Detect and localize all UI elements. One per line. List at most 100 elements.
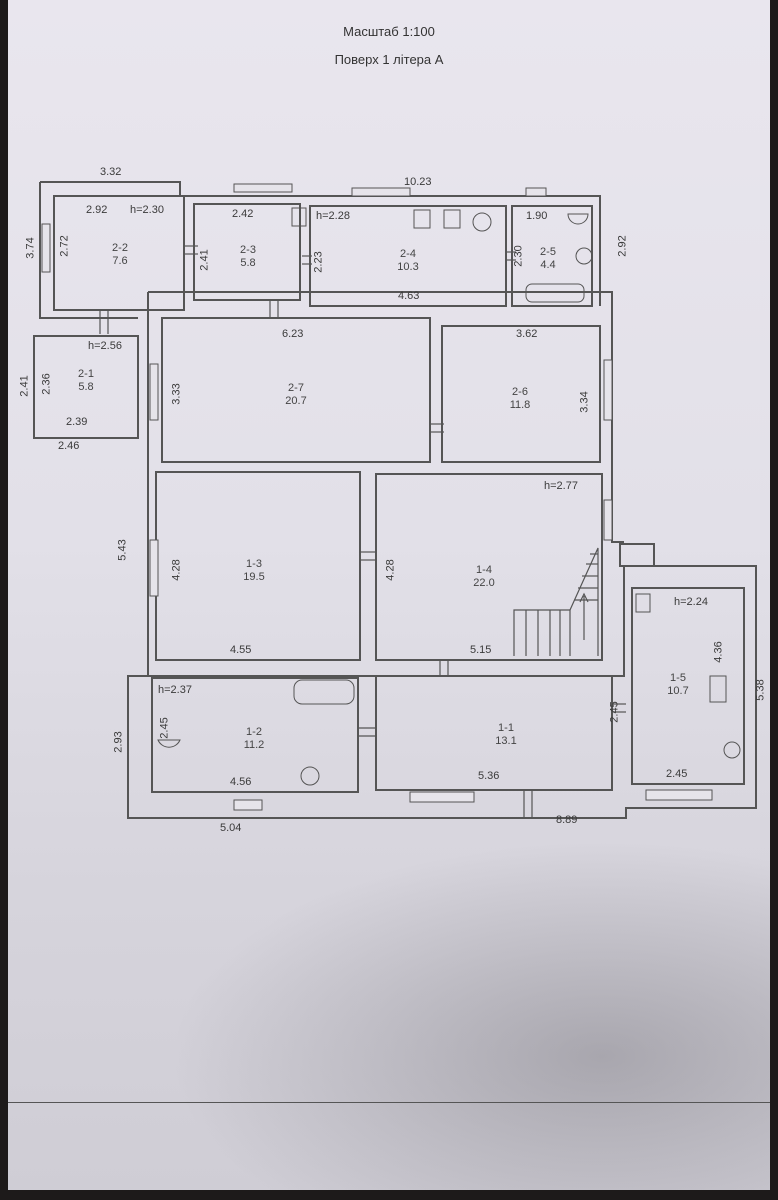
stove-icon bbox=[709, 675, 727, 703]
room-area: 4.4 bbox=[540, 259, 556, 271]
dim-2-36: 2.36 bbox=[40, 373, 53, 395]
dim-4-56: 4.56 bbox=[230, 776, 252, 788]
boiler-icon bbox=[635, 593, 651, 613]
fixtures bbox=[157, 207, 741, 786]
dim-4-55: 4.55 bbox=[230, 644, 252, 656]
window bbox=[233, 799, 263, 811]
entry-box bbox=[619, 543, 655, 567]
room-area: 19.5 bbox=[243, 571, 265, 583]
window bbox=[645, 789, 713, 801]
dim-3-74: 3.74 bbox=[24, 237, 37, 259]
dim-4-28-left: 4.28 bbox=[170, 559, 183, 581]
room-area: 22.0 bbox=[473, 577, 495, 589]
dim-5-38: 5.38 bbox=[754, 679, 767, 701]
dim-2-72: 2.72 bbox=[58, 235, 71, 257]
dim-2-45-right: 2.45 bbox=[666, 768, 688, 780]
outer-wall-left-top bbox=[39, 182, 138, 319]
room-1-1-walls bbox=[375, 675, 613, 791]
dim-3-62: 3.62 bbox=[516, 328, 538, 340]
outer-wall-middle bbox=[148, 291, 624, 543]
height-2-77: h=2.77 bbox=[544, 480, 578, 492]
height-2-30: h=2.30 bbox=[130, 204, 164, 216]
dim-2-45-mid: 2.45 bbox=[608, 701, 621, 723]
room-id: 2-4 bbox=[400, 248, 416, 260]
height-2-56: h=2.56 bbox=[88, 340, 122, 352]
window bbox=[149, 363, 159, 421]
dim-6-23: 6.23 bbox=[282, 328, 304, 340]
toilet-icon bbox=[300, 766, 320, 786]
room-2-3-walls bbox=[193, 203, 301, 301]
room-1-2-walls bbox=[151, 677, 359, 793]
room-id: 1-5 bbox=[670, 672, 686, 684]
dim-3-32: 3.32 bbox=[100, 166, 122, 178]
room-area: 7.6 bbox=[112, 255, 128, 267]
room-id: 2-7 bbox=[288, 382, 304, 394]
floor-label: Поверх 1 літера А bbox=[334, 52, 444, 67]
window bbox=[351, 187, 411, 197]
room-2-2-walls bbox=[53, 195, 185, 311]
dim-10-23: 10.23 bbox=[404, 176, 432, 188]
room-id: 2-5 bbox=[540, 246, 556, 258]
dim-2-42: 2.42 bbox=[232, 208, 254, 220]
room-id: 1-3 bbox=[246, 558, 262, 570]
room-area: 11.2 bbox=[243, 739, 265, 751]
dim-8-89: 8.89 bbox=[556, 814, 578, 826]
floor-plan bbox=[33, 181, 757, 819]
height-2-37: h=2.37 bbox=[158, 684, 192, 696]
dim-5-43: 5.43 bbox=[116, 539, 129, 561]
dim-4-63: 4.63 bbox=[398, 290, 420, 302]
room-area: 10.3 bbox=[397, 261, 419, 273]
stairs bbox=[513, 547, 599, 656]
dim-2-92-right: 2.92 bbox=[616, 235, 629, 257]
dim-2-41: 2.41 bbox=[198, 249, 211, 271]
drawing-sheet: Масштаб 1:100 Поверх 1 літера А bbox=[8, 0, 770, 1190]
window bbox=[41, 223, 51, 273]
paper-shadow bbox=[168, 840, 770, 1190]
sink-icon bbox=[291, 207, 307, 227]
stove-icon bbox=[413, 209, 431, 229]
window bbox=[149, 539, 159, 597]
room-area: 13.1 bbox=[495, 735, 517, 747]
room-id: 1-2 bbox=[246, 726, 262, 738]
room-id: 2-6 bbox=[512, 386, 528, 398]
window bbox=[525, 187, 547, 197]
window bbox=[409, 791, 475, 803]
room-2-1-walls bbox=[33, 335, 139, 439]
dim-2-45-left: 2.45 bbox=[158, 717, 171, 739]
bathtub-icon bbox=[293, 679, 355, 705]
dim-2-93: 2.93 bbox=[112, 731, 125, 753]
room-area: 11.8 bbox=[509, 399, 531, 411]
room-id: 2-2 bbox=[112, 242, 128, 254]
window bbox=[603, 499, 613, 541]
room-2-6-walls bbox=[441, 325, 601, 463]
dim-5-36: 5.36 bbox=[478, 770, 500, 782]
height-2-24: h=2.24 bbox=[674, 596, 708, 608]
room-id: 1-1 bbox=[498, 722, 514, 734]
toilet-icon bbox=[472, 212, 492, 232]
room-area: 20.7 bbox=[285, 395, 307, 407]
scale-label: Масштаб 1:100 bbox=[343, 24, 435, 39]
height-2-28: h=2.28 bbox=[316, 210, 350, 222]
window bbox=[603, 359, 613, 421]
dim-5-04: 5.04 bbox=[220, 822, 242, 834]
dim-2-41-left: 2.41 bbox=[18, 375, 31, 397]
room-area: 10.7 bbox=[667, 685, 689, 697]
dim-2-46: 2.46 bbox=[58, 440, 80, 452]
dim-2-23: 2.23 bbox=[312, 251, 325, 273]
dim-2-92: 2.92 bbox=[86, 204, 108, 216]
room-id: 2-3 bbox=[240, 244, 256, 256]
room-area: 5.8 bbox=[78, 381, 94, 393]
room-id: 1-4 bbox=[476, 564, 492, 576]
room-1-5-walls bbox=[631, 587, 745, 785]
toilet-icon bbox=[575, 247, 593, 265]
room-2-7-walls bbox=[161, 317, 431, 463]
dim-5-15: 5.15 bbox=[470, 644, 492, 656]
dim-3-34: 3.34 bbox=[578, 391, 591, 413]
sink-icon bbox=[443, 209, 461, 229]
sink-icon bbox=[157, 739, 181, 748]
dim-4-28-mid: 4.28 bbox=[384, 559, 397, 581]
sheet-bottom-line bbox=[8, 1102, 770, 1103]
door-marks bbox=[99, 245, 626, 818]
room-area: 5.8 bbox=[240, 257, 256, 269]
window bbox=[233, 183, 293, 193]
